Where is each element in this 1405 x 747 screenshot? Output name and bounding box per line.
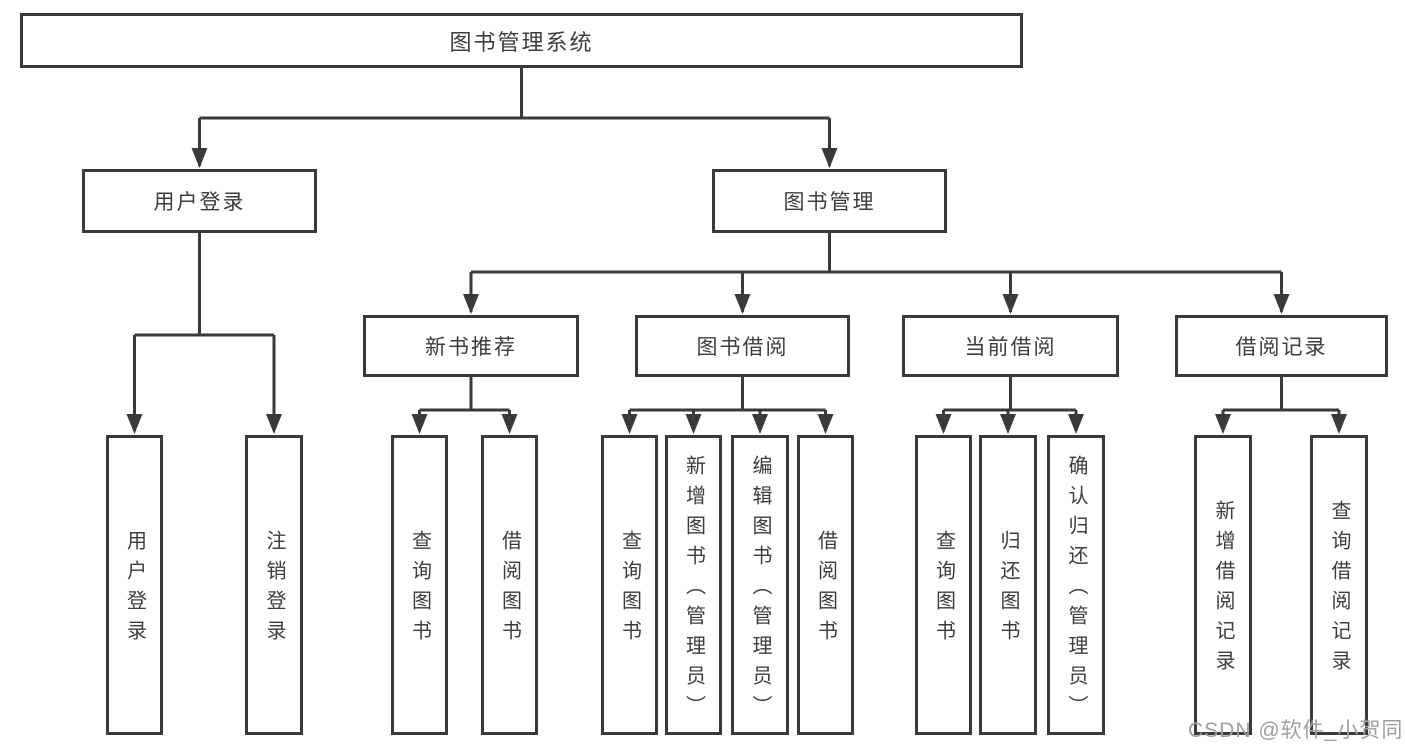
leaf-query-books-borrow: 查询图书 [601, 435, 658, 735]
node-root: 图书管理系统 [20, 13, 1023, 68]
leaf-query-borrow-record: 查询借阅记录 [1310, 435, 1368, 735]
node-book-management: 图书管理 [712, 169, 947, 233]
leaf-user-login: 用户登录 [106, 435, 163, 735]
leaf-return-books: 归还图书 [979, 435, 1037, 735]
leaf-edit-books-admin: 编辑图书（管理员） [731, 435, 789, 735]
node-borrow-records: 借阅记录 [1175, 315, 1388, 377]
leaf-query-books-current: 查询图书 [915, 435, 972, 735]
leaf-logout: 注销登录 [245, 435, 303, 735]
node-new-book-recommend: 新书推荐 [363, 315, 579, 377]
node-book-borrow: 图书借阅 [635, 315, 850, 377]
leaf-borrow-books-recommend: 借阅图书 [481, 435, 538, 735]
arrowheads [126, 148, 1347, 434]
node-current-borrow: 当前借阅 [902, 315, 1119, 377]
leaf-add-books-admin: 新增图书（管理员） [665, 435, 722, 735]
leaf-borrow-books: 借阅图书 [797, 435, 854, 735]
leaf-confirm-return-admin: 确认归还（管理员） [1047, 435, 1105, 735]
leaf-add-borrow-record: 新增借阅记录 [1194, 435, 1252, 735]
leaf-query-books-recommend: 查询图书 [391, 435, 448, 735]
node-user-login: 用户登录 [82, 169, 317, 233]
csdn-watermark: CSDN @软件_小贺同学 [1188, 719, 1405, 742]
